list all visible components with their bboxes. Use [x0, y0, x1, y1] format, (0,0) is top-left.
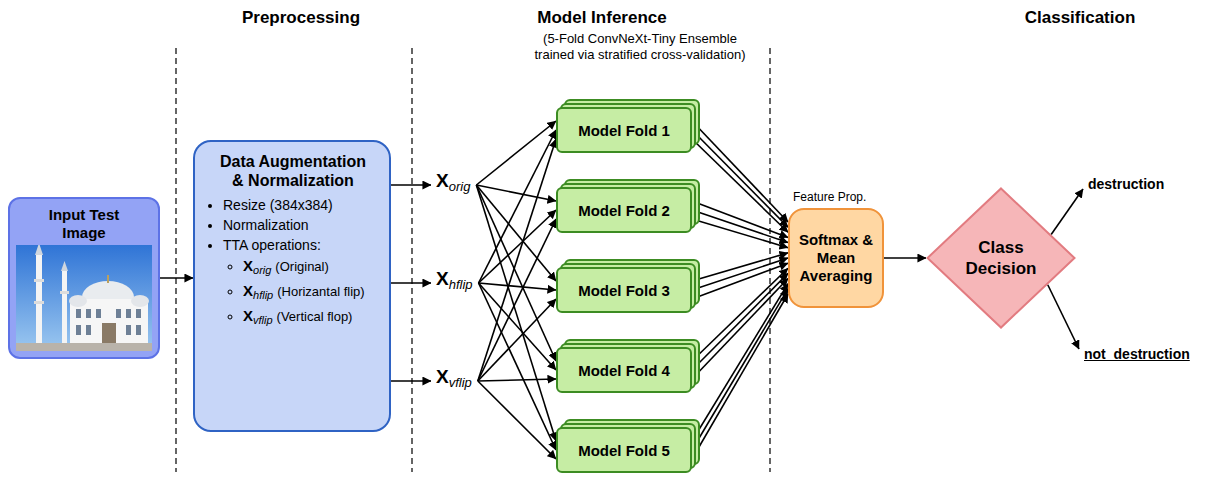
dashed-divider: [175, 48, 177, 472]
tta-input-label: Xvflip: [434, 364, 474, 392]
connector: [476, 185, 556, 441]
connector: [476, 185, 556, 361]
node-text: destruction: [1088, 176, 1164, 192]
model-fold-box: Model Fold 3: [556, 267, 692, 313]
connector: [478, 299, 556, 381]
tta-input-label: Xhflip: [434, 266, 475, 294]
connector: [479, 210, 556, 283]
node-text: not_destruction: [1084, 346, 1190, 362]
node-text: Model Fold 1: [578, 122, 670, 139]
bullet-item: TTA operations: Xorig (Original) Xhflip (Hor…: [223, 236, 381, 330]
connector: [692, 294, 788, 459]
connector: [692, 253, 788, 281]
connector: [692, 210, 788, 243]
tta-subscript: hflip: [253, 289, 273, 301]
connector: [479, 283, 556, 450]
tta-description: (Vertical flop): [277, 309, 353, 324]
annotation: Feature Prop.: [793, 190, 866, 204]
box-title: Data Augmentation & Normalization: [213, 152, 373, 190]
bullet-text: Normalization: [223, 217, 309, 233]
connector: [478, 139, 556, 381]
connector: [160, 277, 193, 279]
node-text: Model Fold 3: [578, 282, 670, 299]
connector: [692, 268, 788, 361]
connector: [692, 273, 788, 370]
diamond-shape: [928, 188, 1075, 327]
bullet-text: Resize (384x384): [223, 197, 333, 213]
tta-symbol: X: [436, 366, 449, 387]
connector: [692, 284, 788, 441]
connector: [391, 282, 431, 284]
connector: [692, 279, 788, 379]
output-class: destruction: [1086, 174, 1166, 194]
section-subtitle: (5-Fold ConvNeXt-Tiny Ensemble trained v…: [527, 31, 753, 63]
tta-subscript: orig: [253, 264, 271, 276]
tta-symbol: X: [243, 282, 253, 299]
tta-symbol: X: [436, 268, 449, 289]
connector: [479, 283, 556, 290]
section-heading: Preprocessing: [242, 8, 360, 28]
dashed-divider: [769, 48, 771, 472]
node-text: Softmax & Mean Averaging: [796, 231, 876, 285]
connector: [692, 258, 788, 290]
tta-symbol: X: [436, 170, 449, 191]
connector: [692, 289, 788, 450]
tta-subscript: vflip: [449, 375, 472, 390]
sub-bullet-item: Xvflip (Vertical flop): [243, 306, 381, 330]
connector: [391, 184, 431, 186]
connector: [478, 219, 556, 381]
tta-description: (Horizantal flip): [277, 284, 364, 299]
preprocessing-box: Data Augmentation & NormalizationResize …: [193, 140, 391, 432]
bullet-list: Resize (384x384) NormalizationTTA operati…: [205, 196, 381, 330]
connector: [692, 130, 788, 227]
tta-symbol: X: [243, 257, 253, 274]
averaging-box: Softmax & Mean Averaging: [788, 208, 884, 308]
tta-description: (Original): [275, 259, 328, 274]
connector: [1048, 285, 1079, 349]
node-text: Model Fold 5: [578, 442, 670, 459]
box-title: Input Test Image: [29, 206, 139, 242]
connector: [692, 139, 788, 232]
model-fold-box: Model Fold 4: [556, 347, 692, 393]
model-fold-box: Model Fold 1: [556, 107, 692, 153]
sub-bullet-item: Xhflip (Horizantal flip): [243, 281, 381, 305]
decision-diamond: Class Decision: [926, 187, 1076, 329]
connector: [476, 185, 556, 281]
tta-subscript: hflip: [449, 277, 473, 292]
decision-text: Class Decision: [961, 237, 1041, 279]
input-image-box: Input Test Image: [8, 197, 160, 359]
node-text: Model Fold 4: [578, 362, 670, 379]
tta-subscript: vflip: [253, 314, 273, 326]
sub-bullet-list: Xorig (Original) Xhflip (Horizantal flip) Xv…: [223, 256, 381, 330]
output-class: not_destruction: [1082, 344, 1192, 364]
tta-subscript: orig: [449, 179, 471, 194]
connector: [391, 380, 431, 382]
section-heading: Classification: [1025, 8, 1136, 28]
connector: [884, 257, 926, 259]
tta-input-label: Xorig: [434, 168, 472, 196]
connector: [478, 379, 556, 381]
model-fold-box: Model Fold 5: [556, 427, 692, 473]
model-fold-box: Model Fold 2: [556, 187, 692, 233]
mosque-photo: [16, 245, 152, 351]
sub-bullet-item: Xorig (Original): [243, 256, 381, 280]
dashed-divider: [411, 48, 413, 472]
bullet-item: Resize (384x384): [223, 196, 381, 215]
tta-symbol: X: [243, 307, 253, 324]
connector: [692, 201, 788, 237]
connector: [692, 219, 788, 248]
connector: [1051, 189, 1083, 235]
section-heading: Model Inference: [537, 8, 666, 28]
bullet-text: TTA operations:: [223, 237, 321, 253]
node-text: Model Fold 2: [578, 202, 670, 219]
bullet-item: Normalization: [223, 216, 381, 235]
connector: [478, 381, 556, 459]
diamond-outline: [926, 187, 1076, 329]
